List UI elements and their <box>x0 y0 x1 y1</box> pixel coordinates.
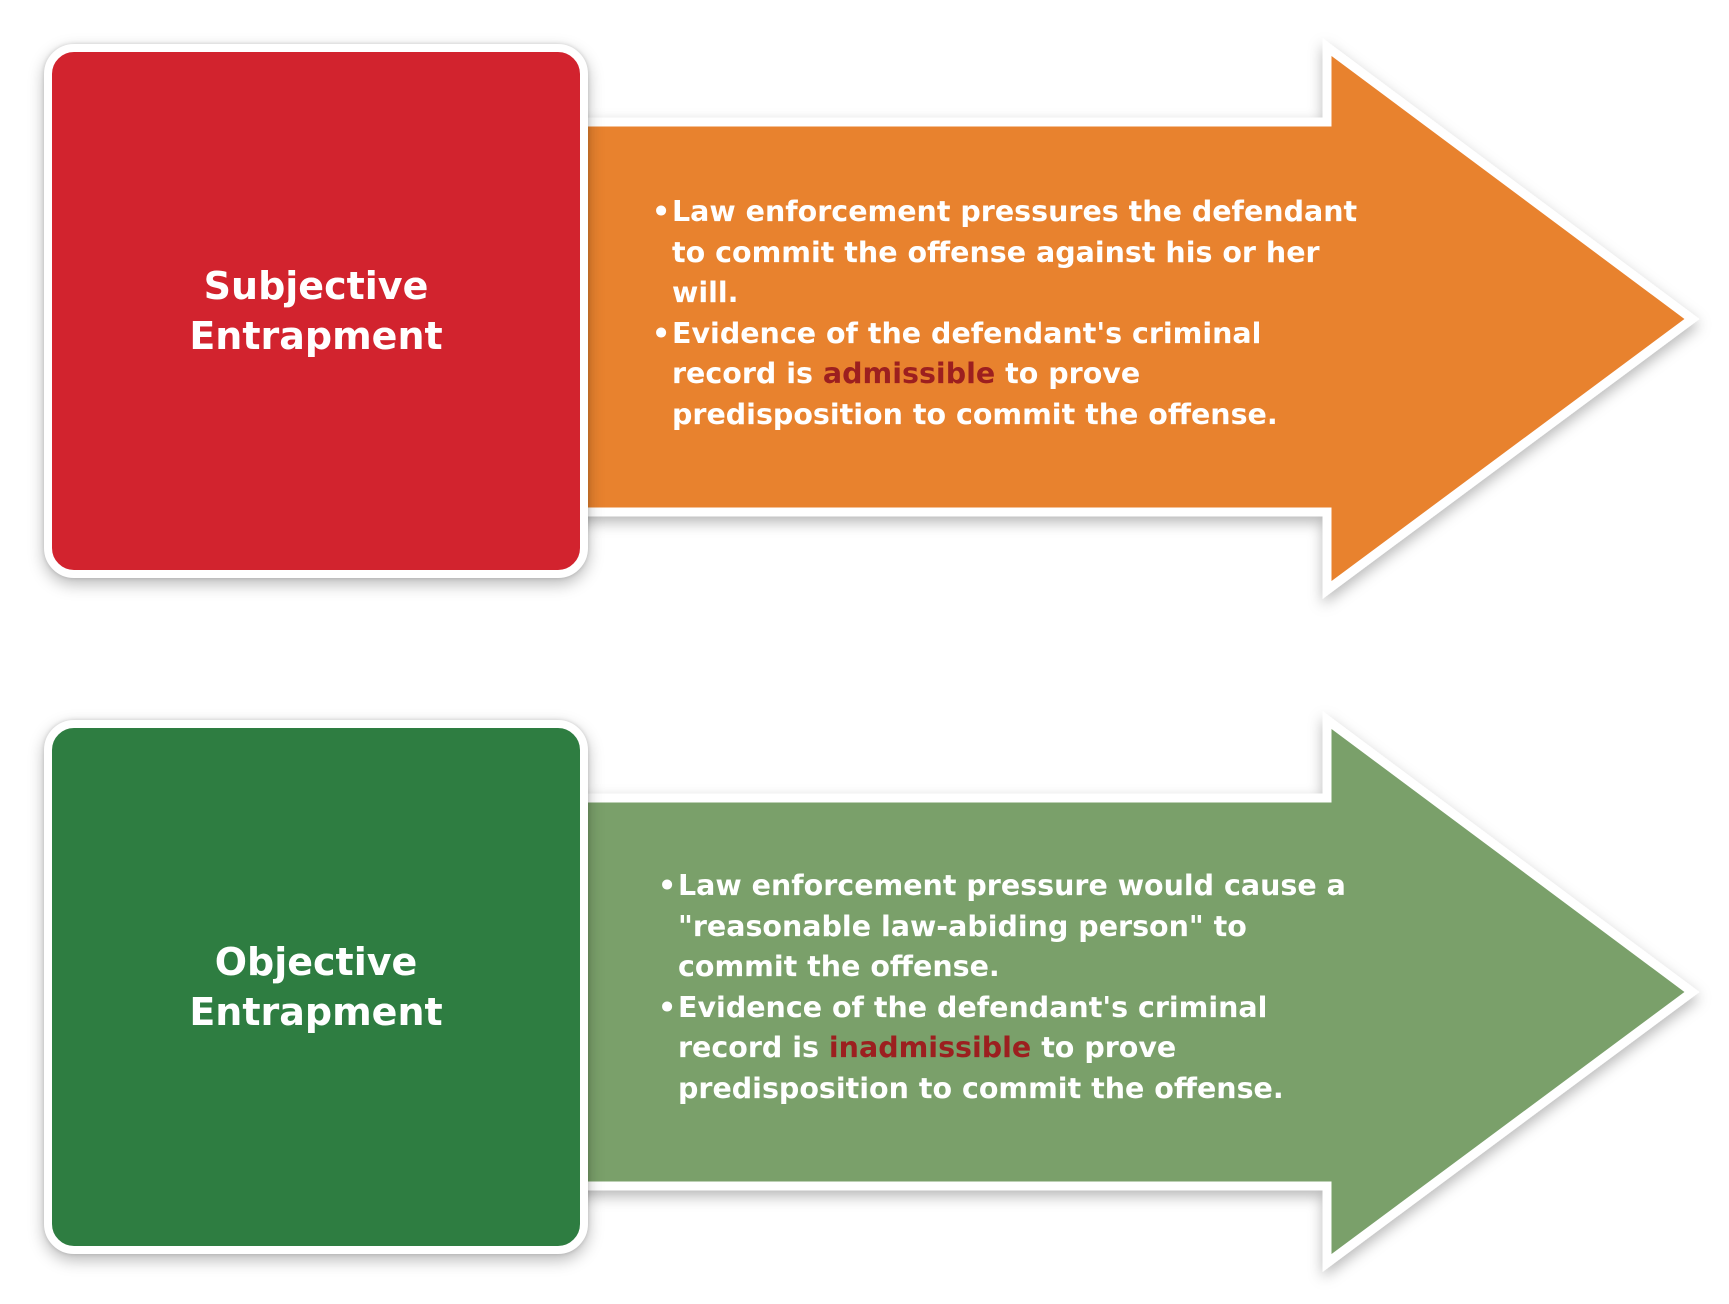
objective-title-line1: Objective <box>214 940 418 984</box>
subjective-box: Subjective Entrapment <box>44 44 588 578</box>
admissible-highlight: admissible <box>822 357 996 390</box>
objective-row: Objective Entrapment Law enforcement pre… <box>0 676 1729 1276</box>
subjective-title: Subjective Entrapment <box>106 261 526 361</box>
objective-title: Objective Entrapment <box>106 937 526 1037</box>
objective-bullet-2: Evidence of the defendant's criminal rec… <box>658 988 1348 1110</box>
subjective-bullets: Law enforcement pressures the defendant … <box>652 192 1372 435</box>
objective-bullet-1: Law enforcement pressure would cause a "… <box>658 866 1348 988</box>
objective-title-line2: Entrapment <box>189 990 443 1034</box>
subjective-row: Subjective Entrapment Law enforcement pr… <box>0 0 1729 600</box>
objective-box: Objective Entrapment <box>44 720 588 1254</box>
objective-bullets: Law enforcement pressure would cause a "… <box>658 866 1348 1109</box>
subjective-bullet-1: Law enforcement pressures the defendant … <box>652 192 1372 314</box>
subjective-title-line2: Entrapment <box>189 314 443 358</box>
subjective-bullet-2: Evidence of the defendant's criminal rec… <box>652 314 1372 436</box>
subjective-title-line1: Subjective <box>203 264 429 308</box>
inadmissible-highlight: inadmissible <box>828 1031 1032 1064</box>
